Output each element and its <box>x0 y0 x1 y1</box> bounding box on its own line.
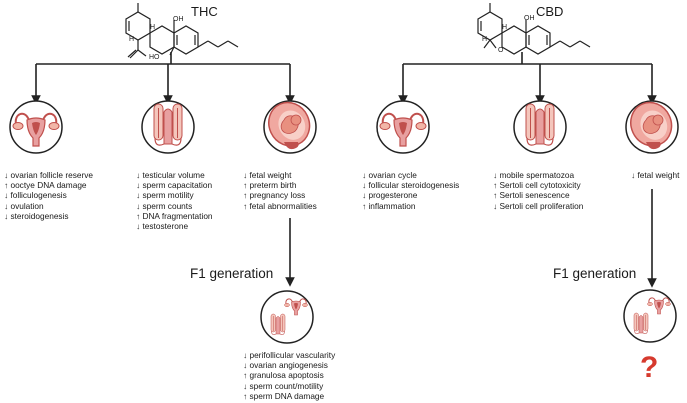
cbd-f1-unknown-question-mark: ? <box>640 351 659 384</box>
effect-item: ↓ testicular volume <box>136 170 205 180</box>
effect-item: ↑ ooctye DNA damage <box>4 180 87 191</box>
cbd-f1-reproductive-icon <box>623 289 677 343</box>
effect-item: ↓ testosterone <box>136 221 189 232</box>
thc-pregnant-uterus-icon <box>260 95 318 154</box>
thc-pregnancy-effects: ↓ fetal weight ↑ preterm birth ↑ pregnan… <box>243 170 317 211</box>
effect-item: ↑ pregnancy loss <box>243 190 306 201</box>
cbd-pregnancy-effects: ↓ fetal weight <box>631 170 679 180</box>
svg-text:O: O <box>498 47 504 54</box>
cbd-pregnant-uterus-icon <box>622 95 680 154</box>
effect-item: ↑ DNA fragmentation <box>136 210 213 221</box>
effect-item: ↓ progesterone <box>362 190 418 201</box>
svg-text:H: H <box>482 36 487 43</box>
effect-item: ↓ folliculogenesis <box>4 190 67 201</box>
effect-item: ↓ ovarian follicle reserve <box>4 170 93 180</box>
cbd-f1-generation-label: F1 generation <box>553 266 637 281</box>
effect-item: ↑ preterm birth <box>243 180 297 191</box>
effect-item: ↓ steroidogenesis <box>4 210 69 221</box>
effect-item: ↓ follicular steroidogenesis <box>362 180 460 191</box>
thc-female-effects: ↓ ovarian follicle reserve ↑ ooctye DNA … <box>4 170 93 221</box>
effect-item: ↑ inflammation <box>362 200 416 211</box>
effect-item: ↓ sperm counts <box>136 200 193 211</box>
thc-title: THC <box>191 4 218 19</box>
effect-item: ↓ fetal weight <box>243 170 292 180</box>
svg-text:H: H <box>150 24 155 31</box>
effect-item: ↓ ovarian angiogenesis <box>243 360 328 371</box>
svg-text:H: H <box>502 24 507 31</box>
thc-molecule-icon <box>125 3 239 59</box>
svg-text:OH: OH <box>524 15 535 22</box>
svg-text:H: H <box>129 36 134 43</box>
cbd-branch-lines <box>398 52 657 288</box>
effect-item: ↓ ovulation <box>4 200 44 211</box>
cbd-male-reproductive-icon <box>513 100 567 154</box>
effect-item: ↑ sperm DNA damage <box>243 390 325 401</box>
effect-item: ↓ perifollicular vascularity <box>243 350 336 360</box>
thc-f1-reproductive-icon <box>260 290 314 344</box>
effect-item: ↓ fetal weight <box>631 170 680 180</box>
effect-item: ↓ sperm capacitation <box>136 180 213 191</box>
effect-item: ↑ Sertoli senescence <box>493 190 570 201</box>
cbd-male-effects: ↓ mobile spermatozoa ↑ Sertoli cell cyto… <box>493 170 583 211</box>
svg-text:OH: OH <box>173 16 184 23</box>
cbd-female-effects: ↓ ovarian cycle ↓ follicular steroidogen… <box>362 170 459 211</box>
effect-item: ↑ Sertoli cell cytotoxicity <box>493 180 581 191</box>
effect-item: ↑ fetal abnormalities <box>243 200 317 211</box>
cbd-female-reproductive-icon <box>376 100 430 154</box>
effect-item: ↓ sperm motility <box>136 190 194 201</box>
thc-male-reproductive-icon <box>141 100 195 154</box>
thc-male-effects: ↓ testicular volume ↓ sperm capacitation… <box>136 170 213 231</box>
cbd-molecule-icon <box>477 3 591 55</box>
effect-item: ↓ mobile spermatozoa <box>493 170 575 180</box>
effect-item: ↓ ovarian cycle <box>362 170 417 180</box>
effect-item: ↓ Sertoli cell proliferation <box>493 200 584 211</box>
effect-item: ↓ sperm count/motility <box>243 380 324 391</box>
cbd-title: CBD <box>536 4 564 19</box>
effect-item: ↑ granulosa apoptosis <box>243 370 324 381</box>
thc-branch-lines <box>31 52 295 287</box>
thc-female-reproductive-icon <box>9 100 63 154</box>
svg-text:HO: HO <box>149 54 160 61</box>
thc-f1-effects: ↓ perifollicular vascularity ↓ ovarian a… <box>243 350 335 401</box>
thc-f1-generation-label: F1 generation <box>190 266 274 281</box>
